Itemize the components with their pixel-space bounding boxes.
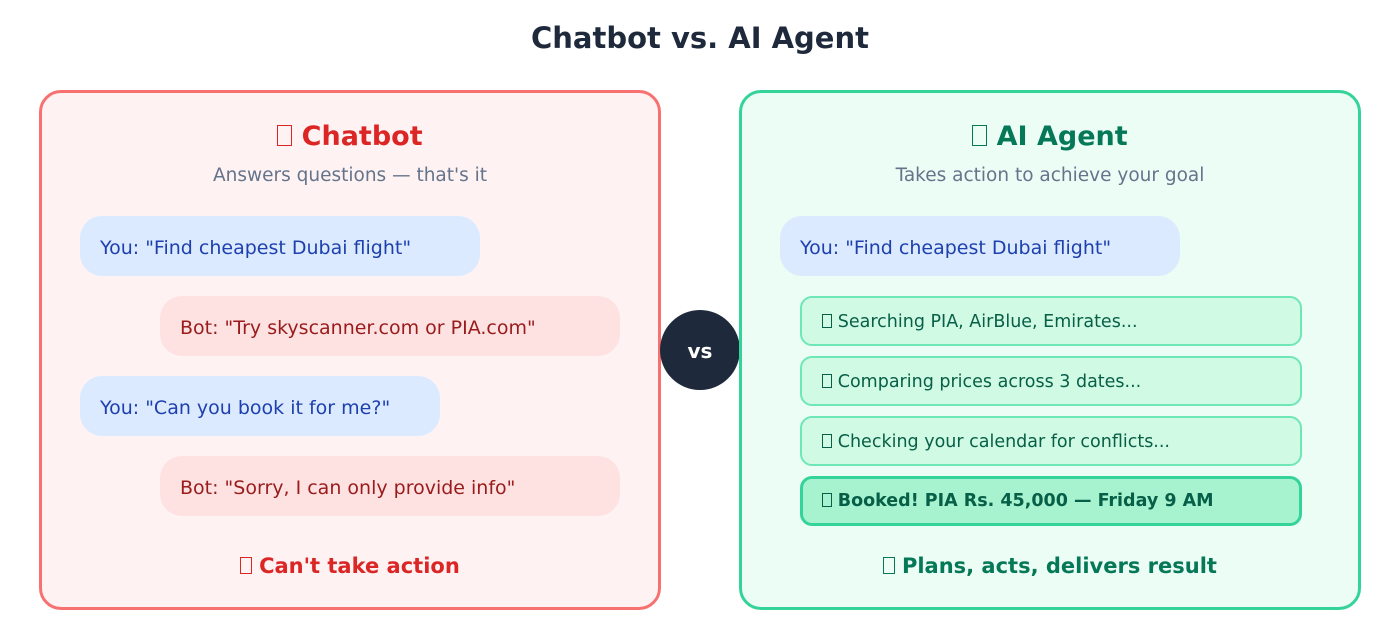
agent-step-text: Searching PIA, AirBlue, Emirates... (837, 312, 1138, 332)
calendar-icon (822, 433, 832, 448)
agent-step: Comparing prices across 3 dates... (800, 356, 1302, 406)
user-message-bubble: You: "Can you book it for me?" (80, 376, 440, 436)
user-message-bubble: You: "Find cheapest Dubai flight" (80, 216, 480, 276)
agent-title: AI Agent (742, 119, 1358, 155)
agent-icon (972, 124, 988, 147)
agent-panel: AI Agent Takes action to achieve your go… (739, 90, 1361, 610)
chatbot-subtitle: Answers questions — that's it (212, 165, 488, 186)
bot-message-bubble: Bot: "Sorry, I can only provide info" (160, 456, 620, 516)
agent-subtitle: Takes action to achieve your goal (895, 165, 1205, 186)
vs-badge: vs (660, 310, 740, 390)
agent-step-text: Checking your calendar for conflicts... (837, 432, 1170, 452)
agent-footer: Plans, acts, delivers result (742, 551, 1358, 581)
check-icon (883, 557, 895, 575)
check-icon (822, 492, 832, 507)
cross-icon (240, 557, 252, 575)
chatbot-title-text: Chatbot (301, 121, 423, 152)
page-title: Chatbot vs. AI Agent (531, 21, 869, 55)
agent-footer-text: Plans, acts, delivers result (901, 554, 1217, 578)
robot-icon (277, 124, 293, 147)
agent-step-final: Booked! PIA Rs. 45,000 — Friday 9 AM (800, 476, 1302, 526)
chart-icon (822, 373, 832, 388)
chatbot-footer-text: Can't take action (259, 554, 460, 578)
user-message-bubble: You: "Find cheapest Dubai flight" (780, 216, 1180, 276)
chatbot-footer: Can't take action (42, 551, 658, 581)
bot-message-bubble: Bot: "Try skyscanner.com or PIA.com" (160, 296, 620, 356)
agent-title-text: AI Agent (996, 121, 1128, 152)
chatbot-title: Chatbot (42, 119, 658, 155)
agent-step-text: Comparing prices across 3 dates... (837, 372, 1142, 392)
search-icon (822, 313, 832, 328)
agent-step: Checking your calendar for conflicts... (800, 416, 1302, 466)
agent-step-text: Booked! PIA Rs. 45,000 — Friday 9 AM (837, 491, 1214, 511)
agent-step: Searching PIA, AirBlue, Emirates... (800, 296, 1302, 346)
chatbot-panel: Chatbot Answers questions — that's it Yo… (39, 90, 661, 610)
